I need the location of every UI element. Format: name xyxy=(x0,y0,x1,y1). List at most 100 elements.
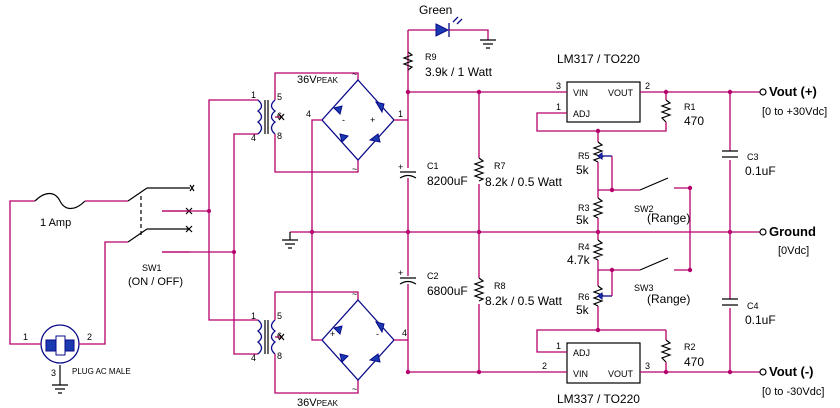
u1-pin2: 2 xyxy=(645,81,650,91)
r5-name: R5 xyxy=(578,151,590,161)
c1-value: 8200uF xyxy=(427,174,468,188)
c4-value: 0.1uF xyxy=(745,313,776,327)
br1-minus: - xyxy=(342,115,345,125)
ac-input-section: 1 2 3 PLUG AC MALE 1 Amp SW1 (ON / OFF) xyxy=(9,99,258,394)
c2-name: C2 xyxy=(427,271,439,281)
c4-capacitor xyxy=(722,232,738,372)
r2-name: R2 xyxy=(684,342,696,352)
plug-pin-1-label: 1 xyxy=(23,332,28,342)
sw2-name: SW2 xyxy=(634,204,654,214)
u2-part: LM337 / TO220 xyxy=(557,392,640,406)
u2-pin2: 2 xyxy=(542,361,547,371)
t-bot-pin6: 6 xyxy=(277,331,282,341)
r6-name: R6 xyxy=(578,292,590,302)
r3-name: R3 xyxy=(578,203,590,213)
r4-resistor xyxy=(592,239,604,261)
sw1-label: (ON / OFF) xyxy=(128,276,183,288)
r7-name: R7 xyxy=(494,161,506,171)
br2-ac-bot: ~ xyxy=(352,384,357,394)
r2-value: 470 xyxy=(684,355,704,369)
r8-value: 8.2k / 0.5 Watt xyxy=(485,294,563,308)
bridge-rectifier-top xyxy=(311,79,408,296)
br1-pin4: 4 xyxy=(306,109,311,119)
c2-value: 6800uF xyxy=(427,284,468,298)
r4-value: 4.7k xyxy=(567,253,591,267)
sw2-switch xyxy=(612,177,693,232)
vout-neg-range: [0 to -30Vdc] xyxy=(762,386,824,398)
t-bot-pin1: 1 xyxy=(251,311,256,321)
u1-regulator xyxy=(536,81,760,142)
ground-sub: [0Vdc] xyxy=(778,245,809,257)
br1-ac-top: ~ xyxy=(352,69,357,79)
r3-resistor xyxy=(592,197,604,219)
c3-name: C3 xyxy=(747,152,759,162)
ac-plug xyxy=(40,324,80,394)
transformer-bottom xyxy=(256,291,359,394)
r5-value: 5k xyxy=(576,163,590,177)
u2-pin1: 1 xyxy=(556,341,561,351)
led-indicator xyxy=(408,16,496,49)
br2-pin4: 4 xyxy=(402,328,407,338)
c4-name: C4 xyxy=(747,301,759,311)
u2-pin3: 3 xyxy=(645,361,650,371)
sw2-label: (Range) xyxy=(647,211,690,225)
t-bot-pin8: 8 xyxy=(277,351,282,361)
r1-name: R1 xyxy=(684,102,696,112)
r1-value: 470 xyxy=(684,114,704,128)
u2-adj: ADJ xyxy=(573,348,590,358)
t-top-pin8: 8 xyxy=(277,131,282,141)
fuse-label: 1 Amp xyxy=(40,217,71,229)
r1-resistor xyxy=(660,99,672,123)
u1-pin3: 3 xyxy=(556,81,561,91)
vout-neg-terminal xyxy=(759,368,767,376)
u2-regulator xyxy=(536,329,760,384)
t-top-pin5: 5 xyxy=(277,92,282,102)
r9-resistor xyxy=(402,51,414,71)
t-top-pin6: 6 xyxy=(277,111,282,121)
ground-label: Ground xyxy=(769,224,816,239)
t-top-pin1: 1 xyxy=(251,90,256,100)
r5-potentiometer xyxy=(592,141,604,163)
r3-value: 5k xyxy=(576,213,590,227)
r9-name: R9 xyxy=(425,52,437,62)
c1-capacitor xyxy=(399,171,417,232)
sw1-switch xyxy=(127,184,195,253)
t-top-peak: 36VPEAK xyxy=(297,74,339,86)
u1-vin: VIN xyxy=(573,88,588,98)
sw3-switch xyxy=(612,232,693,273)
bridge-rectifier-bottom xyxy=(311,296,408,381)
c2-plus: + xyxy=(398,268,403,278)
c1-plus: + xyxy=(398,162,403,172)
r9-value: 3.9k / 1 Watt xyxy=(425,65,493,79)
c2-capacitor xyxy=(399,232,417,298)
t-bot-peak: 36VPEAK xyxy=(297,397,339,408)
vout-pos-terminal xyxy=(759,88,767,96)
br2-ac-top: ~ xyxy=(352,289,357,299)
rails xyxy=(282,30,760,375)
ground-terminal xyxy=(759,228,767,236)
plug-label: PLUG AC MALE xyxy=(72,367,131,376)
c1-name: C1 xyxy=(427,161,439,171)
br2-plus: + xyxy=(330,329,335,339)
u2-vin: VIN xyxy=(573,369,588,379)
br1-ac-bot: ~ xyxy=(352,164,357,174)
c3-capacitor xyxy=(722,92,738,232)
r8-name: R8 xyxy=(494,281,506,291)
vout-pos-range: [0 to +30Vdc] xyxy=(762,106,827,118)
c3-value: 0.1uF xyxy=(745,164,776,178)
t-bot-pin5: 5 xyxy=(277,311,282,321)
br1-pin1: 1 xyxy=(398,109,403,119)
fuse-symbol xyxy=(34,192,86,210)
t-top-pin4: 4 xyxy=(251,133,256,143)
plug-pin-2-label: 2 xyxy=(87,332,92,342)
br1-plus: + xyxy=(370,115,375,125)
vout-neg-label: Vout (-) xyxy=(769,364,814,379)
u1-vout: VOUT xyxy=(608,88,634,98)
led-label: Green xyxy=(419,3,452,17)
r4-name: R4 xyxy=(578,242,590,252)
sw1-name: SW1 xyxy=(142,263,162,273)
r7-resistor xyxy=(473,157,485,182)
r8-resistor xyxy=(473,277,485,302)
u2-vout: VOUT xyxy=(608,369,634,379)
